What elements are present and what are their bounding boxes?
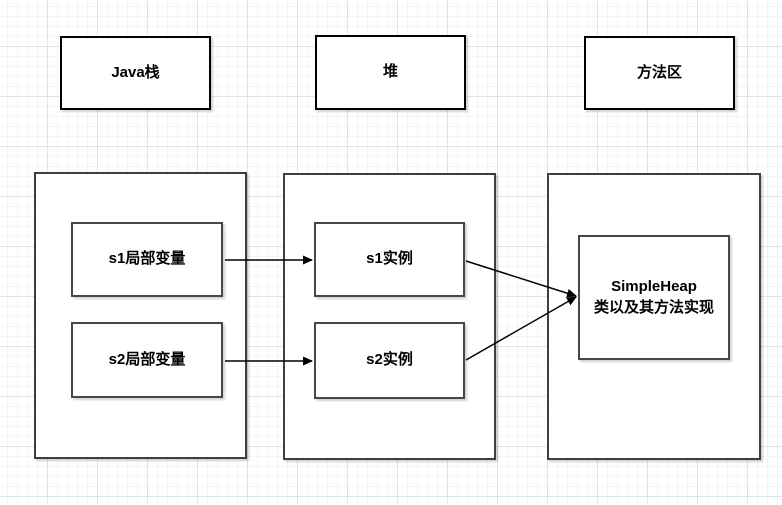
node-heap: 堆 [315,35,466,110]
node-simpleheap-class-line1: SimpleHeap [611,278,697,296]
node-java-stack-label: Java栈 [111,63,160,81]
node-s1-local-var-label: s1局部变量 [108,250,186,268]
container-java-stack [34,172,247,459]
node-s2-instance-label: s2实例 [366,351,413,369]
node-method-area-label: 方法区 [636,63,682,81]
node-simpleheap-class: SimpleHeap 类以及其方法实现 [578,235,730,360]
node-s2-local-var: s2局部变量 [71,322,223,398]
node-s1-local-var: s1局部变量 [71,222,223,297]
node-simpleheap-class-line2: 类以及其方法实现 [593,298,714,316]
node-s2-instance: s2实例 [314,322,465,399]
container-heap [283,173,496,460]
node-method-area: 方法区 [584,36,735,110]
node-java-stack: Java栈 [60,36,211,110]
node-s1-instance: s1实例 [314,222,465,297]
node-heap-label: 堆 [382,63,398,81]
node-s2-local-var-label: s2局部变量 [108,350,186,368]
node-s1-instance-label: s1实例 [366,250,413,268]
